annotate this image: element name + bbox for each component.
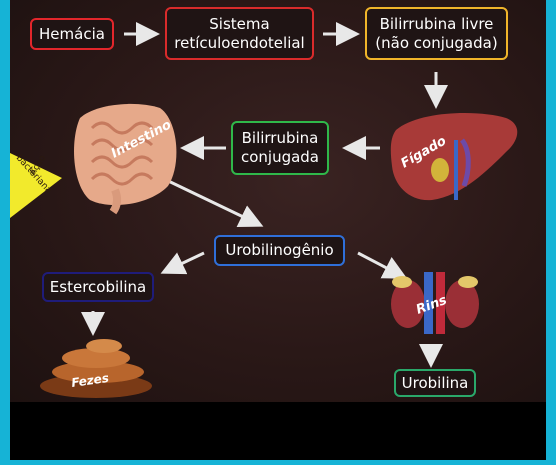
node-hemacia-label: Hemácia: [39, 25, 105, 44]
arrow-urobilinogenio-estercobilina: [166, 253, 204, 271]
node-urobilinogenio-label: Urobilinogênio: [225, 241, 333, 260]
node-urobilina: Urobilina: [394, 369, 476, 397]
node-bilirrubina-livre-label: Bilirrubina livre (não conjugada): [375, 15, 497, 53]
node-urobilina-label: Urobilina: [402, 374, 469, 393]
node-sistema-label: Sistema retículoendotelial: [174, 15, 304, 53]
node-sistema: Sistema retículoendotelial: [165, 7, 314, 60]
node-estercobilina: Estercobilina: [42, 272, 154, 302]
arrow-intestino-urobilinogenio: [160, 177, 258, 224]
node-hemacia: Hemácia: [30, 18, 114, 50]
feces-illustration: [40, 339, 152, 398]
node-estercobilina-label: Estercobilina: [50, 278, 146, 297]
node-bilirrubina-livre: Bilirrubina livre (não conjugada): [365, 7, 508, 60]
node-bilirrubina-conjugada-label: Bilirrubina conjugada: [241, 129, 319, 167]
node-bilirrubina-conjugada: Bilirrubina conjugada: [231, 121, 329, 175]
arrow-urobilinogenio-rins: [358, 253, 402, 276]
node-urobilinogenio: Urobilinogênio: [214, 235, 345, 266]
